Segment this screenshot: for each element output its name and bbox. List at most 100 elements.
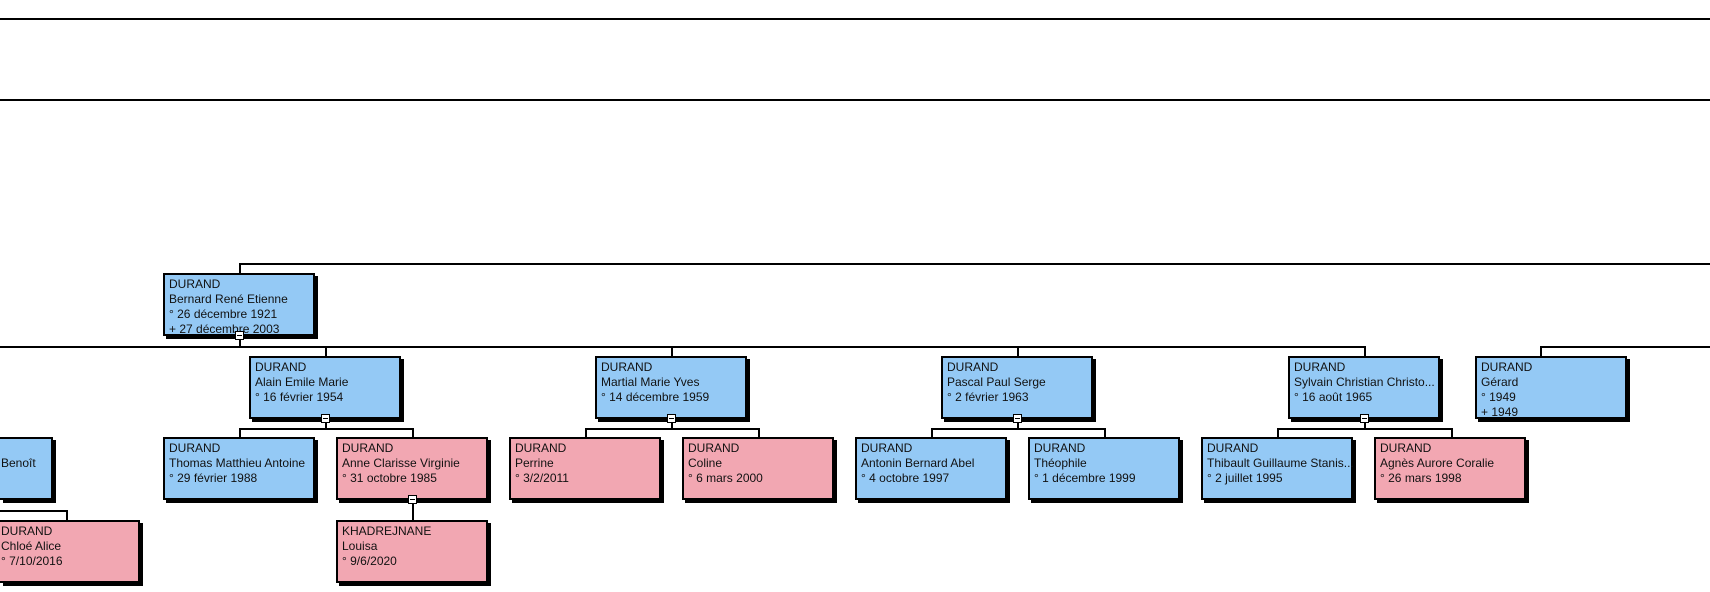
connector (0, 346, 1365, 348)
connector (1364, 419, 1366, 429)
given-names: Perrine (515, 456, 554, 470)
birth-date: ° 16 août 1965 (1294, 390, 1373, 404)
surname: DURAND (1481, 360, 1533, 374)
collapse-toggle-icon[interactable] (408, 495, 417, 504)
collapse-toggle-icon[interactable] (321, 414, 330, 423)
connector (412, 500, 414, 520)
connector (585, 428, 760, 430)
given-names: Théophile (1034, 456, 1087, 470)
given-names: Sylvain Christian Christo... (1294, 375, 1435, 389)
given-names: Louisa (342, 539, 378, 553)
surname: DURAND (1380, 441, 1432, 455)
connector (0, 510, 68, 512)
person-card-benoit[interactable]: Benoît (0, 437, 53, 500)
connector (585, 428, 587, 437)
surname: DURAND (255, 360, 307, 374)
connector (239, 263, 241, 274)
connector (239, 428, 413, 430)
surname: DURAND (1294, 360, 1346, 374)
given-names: Martial Marie Yves (601, 375, 700, 389)
surname: DURAND (688, 441, 740, 455)
surname: DURAND (861, 441, 913, 455)
surname: DURAND (1, 524, 53, 538)
given-names: Coline (688, 456, 723, 470)
surname: DURAND (1034, 441, 1086, 455)
collapse-toggle-icon[interactable] (667, 414, 676, 423)
birth-date: ° 7/10/2016 (1, 554, 63, 568)
connector (239, 428, 241, 437)
birth-date: ° 29 février 1988 (169, 471, 258, 485)
collapse-toggle-icon[interactable] (1360, 414, 1369, 423)
birth-date: ° 26 mars 1998 (1380, 471, 1462, 485)
birth-date: ° 9/6/2020 (342, 554, 397, 568)
given-names: Chloé Alice (1, 539, 62, 553)
connector (239, 337, 241, 347)
birth-date: ° 1949 (1481, 390, 1516, 404)
connector (412, 428, 414, 437)
given-names: Thibault Guillaume Stanis... (1207, 456, 1354, 470)
birth-date: ° 16 février 1954 (255, 390, 344, 404)
connector (671, 346, 673, 356)
connector (1451, 428, 1453, 437)
surname: DURAND (169, 277, 221, 291)
connector (1277, 428, 1279, 437)
connector (66, 510, 68, 520)
birth-date: ° 4 octobre 1997 (861, 471, 950, 485)
connector (1277, 428, 1453, 430)
birth-date: ° 6 mars 2000 (688, 471, 763, 485)
birth-date: ° 2 juillet 1995 (1207, 471, 1283, 485)
surname: KHADREJNANE (342, 524, 432, 538)
connector (1017, 419, 1019, 429)
connector (239, 263, 1710, 265)
surname: DURAND (1207, 441, 1259, 455)
connector (1104, 428, 1106, 437)
given-names: Thomas Matthieu Antoine (169, 456, 306, 470)
connector (1540, 346, 1542, 356)
given-names: Antonin Bernard Abel (861, 456, 975, 470)
given-names: Pascal Paul Serge (947, 375, 1046, 389)
surname: DURAND (169, 441, 221, 455)
given-names: Gérard (1481, 375, 1519, 389)
birth-date: ° 31 octobre 1985 (342, 471, 437, 485)
connector (1017, 346, 1019, 356)
collapse-toggle-icon[interactable] (235, 331, 244, 340)
given-names: Bernard René Etienne (169, 292, 288, 306)
given-names: Alain Emile Marie (255, 375, 349, 389)
surname: DURAND (342, 441, 394, 455)
top-border-line (0, 18, 1710, 20)
connector (325, 346, 327, 356)
collapse-toggle-icon[interactable] (1013, 414, 1022, 423)
birth-date: ° 14 décembre 1959 (601, 390, 710, 404)
birth-date: ° 3/2/2011 (515, 471, 569, 485)
connector (325, 419, 327, 429)
given-names: Benoît (1, 456, 36, 470)
connector (671, 419, 673, 429)
connector (1540, 346, 1710, 348)
connector (1364, 346, 1366, 356)
death-date: + 27 décembre 2003 (169, 322, 280, 336)
given-names: Anne Clarisse Virginie (342, 456, 460, 470)
birth-date: ° 1 décembre 1999 (1034, 471, 1136, 485)
surname: DURAND (601, 360, 653, 374)
connector (931, 428, 1106, 430)
given-names: Agnès Aurore Coralie (1380, 456, 1495, 470)
death-date: + 1949 (1481, 405, 1519, 419)
surname: DURAND (515, 441, 567, 455)
birth-date: ° 26 décembre 1921 (169, 307, 278, 321)
